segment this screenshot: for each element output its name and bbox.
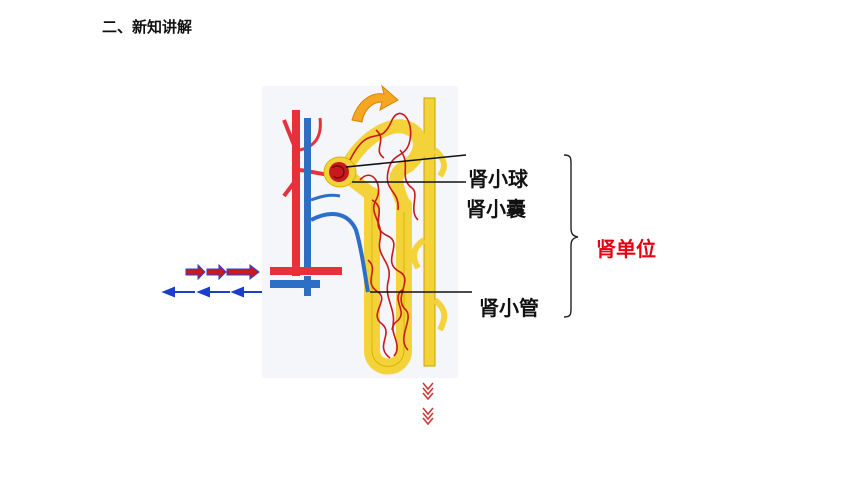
renal-vein bbox=[304, 118, 370, 293]
urine-flow-arrows bbox=[422, 382, 434, 426]
flow-arrow-top bbox=[351, 84, 399, 123]
leader-lines bbox=[345, 154, 472, 293]
renal-artery bbox=[282, 110, 335, 272]
label-glomerulus: 肾小球 bbox=[468, 167, 528, 191]
nephron-bracket bbox=[563, 154, 579, 318]
label-tubule: 肾小管 bbox=[479, 296, 539, 320]
glomerulus bbox=[323, 156, 357, 188]
vessel-junction bbox=[270, 262, 342, 296]
section-heading: 二、新知讲解 bbox=[102, 18, 193, 36]
collecting-duct bbox=[411, 97, 448, 367]
blood-inflow-arrows bbox=[185, 263, 260, 281]
label-nephron: 肾单位 bbox=[596, 237, 656, 261]
leader-line-glomerulus bbox=[345, 154, 467, 168]
blood-outflow-arrows bbox=[161, 286, 262, 298]
label-capsule: 肾小囊 bbox=[466, 197, 526, 221]
